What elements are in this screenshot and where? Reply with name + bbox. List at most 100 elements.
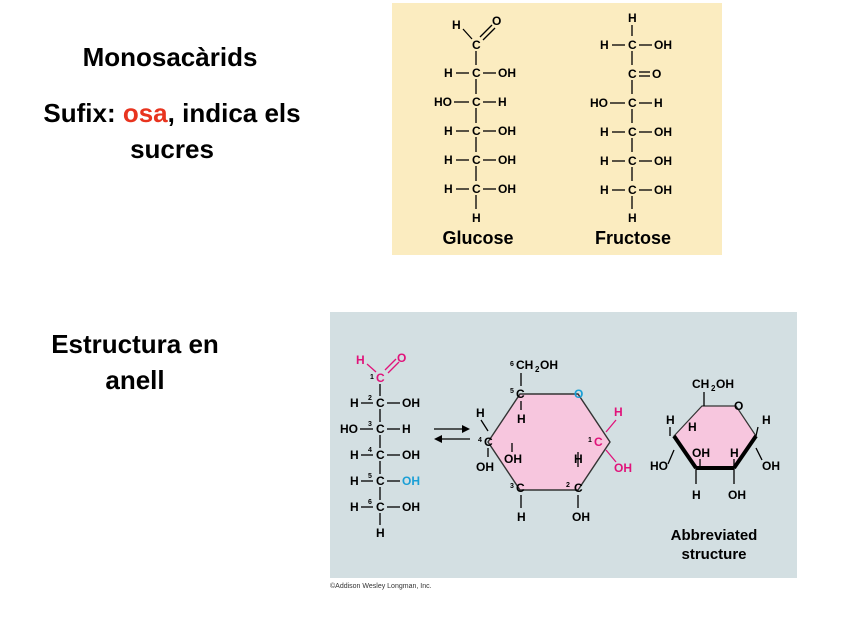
svg-text:5: 5 (368, 473, 372, 480)
svg-text:OH: OH (728, 488, 746, 502)
svg-text:H: H (350, 448, 359, 462)
svg-text:OH: OH (654, 183, 672, 197)
svg-text:O: O (734, 399, 743, 413)
svg-text:3: 3 (368, 421, 372, 428)
svg-text:HO: HO (650, 459, 668, 473)
svg-text:C: C (574, 481, 583, 495)
suffix-prefix: Sufix: (43, 98, 123, 128)
svg-text:H: H (517, 510, 526, 524)
suffix-rest: , indica els sucres (130, 98, 301, 164)
svg-text:O: O (492, 14, 501, 28)
svg-text:O: O (397, 351, 406, 365)
svg-text:C: C (516, 387, 525, 401)
svg-text:H: H (762, 413, 771, 427)
svg-text:C: C (472, 182, 481, 196)
svg-text:OH: OH (692, 446, 710, 460)
svg-text:C: C (376, 474, 385, 488)
svg-text:OH: OH (402, 500, 420, 514)
svg-text:HO: HO (434, 95, 452, 109)
svg-text:H: H (600, 125, 609, 139)
abbreviated-label-line2: structure (681, 546, 746, 563)
svg-text:C: C (628, 154, 637, 168)
svg-text:H: H (628, 11, 637, 25)
svg-text:O: O (652, 67, 661, 81)
svg-text:6: 6 (510, 361, 514, 368)
svg-text:H: H (476, 406, 485, 420)
svg-text:H: H (688, 420, 697, 434)
suffix-text: Sufix: osa, indica els sucres (12, 95, 332, 167)
slide-title: Monosacàrids (82, 42, 258, 72)
svg-text:H: H (444, 153, 453, 167)
svg-text:6: 6 (368, 499, 372, 506)
svg-text:H: H (614, 405, 623, 419)
svg-text:OH: OH (498, 124, 516, 138)
equilibrium-arrows-icon (434, 425, 470, 443)
svg-text:2: 2 (711, 384, 716, 393)
svg-text:C: C (628, 183, 637, 197)
svg-text:H: H (444, 124, 453, 138)
svg-text:C: C (376, 448, 385, 462)
svg-text:OH: OH (762, 459, 780, 473)
svg-text:1: 1 (588, 437, 592, 444)
svg-text:H: H (600, 154, 609, 168)
svg-text:H: H (350, 396, 359, 410)
svg-text:C: C (628, 38, 637, 52)
svg-text:C: C (484, 435, 493, 449)
svg-text:C: C (472, 95, 481, 109)
svg-text:OH: OH (654, 154, 672, 168)
svg-text:O: O (574, 387, 583, 401)
svg-text:H: H (472, 211, 481, 225)
svg-text:OH: OH (504, 452, 522, 466)
svg-text:H: H (654, 96, 663, 110)
suffix-highlight: osa (122, 98, 168, 128)
abbreviated-label-line1: Abbreviated (671, 527, 758, 544)
svg-text:H: H (444, 182, 453, 196)
svg-text:H: H (498, 95, 507, 109)
svg-text:CH: CH (516, 358, 533, 372)
svg-text:OH: OH (716, 377, 734, 391)
svg-text:OH: OH (402, 448, 420, 462)
svg-text:C: C (628, 67, 637, 81)
svg-text:OH: OH (476, 460, 494, 474)
svg-text:C: C (472, 66, 481, 80)
svg-text:H: H (666, 413, 675, 427)
svg-text:5: 5 (510, 388, 514, 395)
svg-text:OH: OH (540, 358, 558, 372)
svg-text:C: C (628, 96, 637, 110)
svg-text:OH: OH (614, 461, 632, 475)
svg-text:H: H (628, 211, 637, 225)
svg-text:C: C (472, 153, 481, 167)
svg-text:H: H (350, 474, 359, 488)
svg-text:OH: OH (402, 474, 420, 488)
svg-text:1: 1 (370, 374, 374, 381)
svg-text:OH: OH (402, 396, 420, 410)
svg-text:2: 2 (368, 395, 372, 402)
svg-text:C: C (472, 124, 481, 138)
svg-text:H: H (350, 500, 359, 514)
svg-text:H: H (356, 353, 365, 367)
copyright-credit: ©Addison Wesley Longman, Inc. (330, 583, 432, 590)
ring-structure-heading: Estructura en anell (51, 329, 219, 395)
svg-text:HO: HO (590, 96, 608, 110)
svg-text:H: H (730, 446, 739, 460)
svg-text:CH: CH (692, 377, 709, 391)
svg-text:C: C (594, 435, 603, 449)
svg-text:OH: OH (498, 182, 516, 196)
svg-text:4: 4 (478, 437, 482, 444)
svg-text:C: C (376, 500, 385, 514)
svg-text:H: H (517, 412, 526, 426)
svg-text:C: C (516, 481, 525, 495)
svg-text:C: C (628, 125, 637, 139)
svg-text:H: H (452, 18, 461, 32)
svg-text:C: C (376, 422, 385, 436)
svg-text:2: 2 (566, 482, 570, 489)
svg-text:HO: HO (340, 422, 358, 436)
